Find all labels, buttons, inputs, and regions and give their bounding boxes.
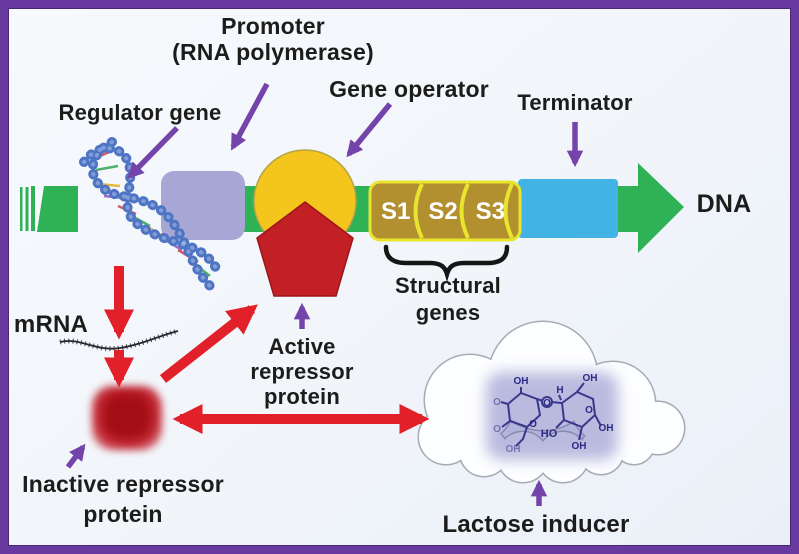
- pointer-arrows: [65, 82, 584, 506]
- molecule-label: O: [543, 398, 551, 409]
- dna-arrowhead: [618, 163, 684, 253]
- molecule-label: OH: [599, 423, 614, 434]
- promoter-label: Promoter (RNA polymerase): [152, 13, 394, 65]
- mrna-label: mRNA: [13, 311, 89, 338]
- structural-gene-s1: S1: [380, 198, 411, 225]
- gene-operator-label: Gene operator: [329, 76, 489, 102]
- molecule-skeleton: [500, 382, 602, 447]
- structural-gene-labels: S1 S2 S3: [372, 192, 514, 232]
- inactive-repressor-pointer: [65, 443, 86, 469]
- molecule-label: O: [493, 424, 501, 435]
- molecule-label: O: [493, 397, 501, 408]
- active-repressor-label-line2: repressor: [250, 359, 354, 384]
- terminator-block: [518, 179, 618, 238]
- molecule-label: HO: [541, 428, 558, 440]
- promoter-pointer: [230, 82, 270, 151]
- molecule-label: O: [585, 405, 593, 416]
- structural-genes-brace: [383, 244, 510, 283]
- process-arrows: [104, 266, 430, 434]
- regulator-helix: [79, 137, 221, 293]
- structural-genes-label: Structural genes: [386, 272, 510, 326]
- inactive-repressor-label: Inactive repressor protein: [10, 469, 236, 529]
- dna-strand-left-end: [20, 186, 78, 232]
- gene-operator-pointer: [346, 102, 393, 158]
- activation-arrow: [159, 304, 258, 383]
- regulator-gene-label: Regulator gene: [58, 100, 222, 125]
- active-repressor-pentagon: [256, 201, 354, 297]
- inactive-repressor-label-line1: Inactive repressor: [22, 471, 224, 497]
- molecule-labels: OH O H OH O O HO OH OH O O OH: [493, 373, 613, 455]
- molecule-label: O: [529, 419, 537, 430]
- molecule-label: OH: [583, 373, 598, 384]
- active-repressor-label: Active repressor protein: [239, 334, 365, 409]
- lactose-molecule: OH O H OH O O HO OH OH O O OH: [486, 372, 618, 460]
- terminator-label: Terminator: [517, 90, 633, 115]
- structural-genes-label-line1: Structural: [395, 273, 501, 298]
- promoter-block: [161, 171, 245, 240]
- molecule-label: OH: [572, 441, 587, 452]
- lactose-inducer-label: Lactose inducer: [442, 511, 630, 538]
- promoter-label-line1: Promoter: [221, 13, 325, 39]
- structural-gene-s3: S3: [475, 198, 505, 225]
- inactive-repressor-blob: [92, 386, 162, 450]
- inactive-repressor-label-line2: protein: [83, 501, 163, 527]
- molecule-label: OH: [514, 376, 529, 387]
- active-repressor-label-line1: Active: [268, 334, 336, 359]
- gene-divider-arcs: [413, 183, 514, 239]
- molecule-label: OH: [506, 444, 521, 455]
- molecule-label: H: [556, 385, 563, 396]
- structural-genes-label-line2: genes: [415, 300, 481, 325]
- structural-genes-block: [368, 180, 522, 242]
- active-repressor-label-line3: protein: [264, 384, 340, 409]
- mrna-strand: [59, 328, 179, 352]
- helix-strands: [79, 137, 221, 293]
- inactive-repressor-core: [106, 398, 148, 436]
- regulator-gene-pointer: [127, 126, 179, 179]
- structural-gene-s2: S2: [428, 198, 458, 225]
- dna-label: DNA: [696, 190, 752, 218]
- promoter-label-line2: (RNA polymerase): [172, 39, 374, 65]
